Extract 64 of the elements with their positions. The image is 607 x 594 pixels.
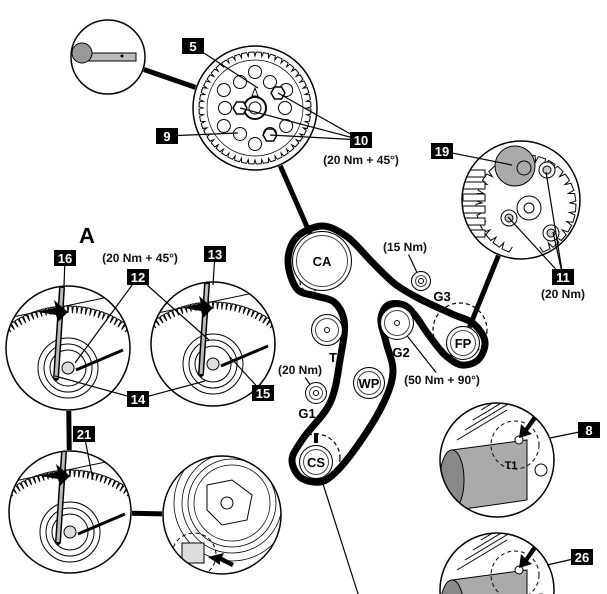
leader-line — [304, 377, 310, 384]
pulley-label: G3 — [433, 290, 451, 302]
callout-number: 12 — [127, 269, 149, 285]
leader-line — [407, 336, 437, 373]
leader-line — [204, 52, 258, 88]
callout-number: 14 — [127, 391, 149, 407]
leader-line — [408, 254, 418, 272]
leader-line — [54, 375, 128, 397]
connector-line — [66, 410, 72, 450]
leader-line — [146, 284, 210, 340]
torque-label: (20 Nm) — [272, 362, 328, 378]
leader-line — [452, 152, 512, 166]
leader-line — [240, 107, 350, 138]
pulley — [305, 382, 327, 404]
leader-line — [552, 232, 562, 270]
letter: A — [79, 225, 95, 247]
callout-number: 13 — [204, 246, 226, 262]
leader-line — [270, 134, 350, 140]
leader-line — [74, 284, 133, 364]
leader-line — [230, 356, 256, 386]
callout-number: 8 — [578, 422, 600, 438]
callout-number: 10 — [350, 132, 372, 148]
leader-line — [545, 172, 562, 270]
connector-line — [143, 67, 196, 90]
callout-number: 9 — [156, 128, 178, 144]
torque-label: (50 Nm + 90°) — [396, 372, 488, 388]
callout-number: 16 — [54, 250, 76, 266]
leader-line — [148, 380, 206, 397]
connector-line — [467, 254, 501, 328]
torque-label: (20 Nm) — [540, 287, 585, 301]
torque-label: (20 Nm + 45°) — [102, 251, 178, 265]
connector-line — [132, 510, 162, 516]
pump-sprocket-drawing — [461, 140, 581, 260]
locking-pin-drawing — [70, 19, 146, 95]
connector-line — [278, 164, 312, 235]
pulley: CS — [299, 445, 333, 479]
callout-number: 5 — [182, 38, 204, 54]
pulley: FP — [446, 326, 480, 360]
leader-line — [550, 432, 578, 439]
pulley: WP — [353, 367, 385, 399]
pulley-label: G2 — [392, 346, 410, 358]
callout-number: 11 — [552, 269, 574, 285]
callout-number: 21 — [73, 426, 95, 442]
tensioner-drawing — [150, 281, 276, 407]
torque-label: (15 Nm) — [375, 240, 435, 254]
pulley-label: G1 — [298, 406, 316, 420]
tensioner-drawing — [8, 450, 132, 574]
setting-tool-drawing — [439, 402, 555, 518]
tensioner-drawing — [5, 285, 131, 411]
leader-line — [508, 216, 556, 270]
leader-line — [212, 262, 216, 286]
crankshaft-pulley-drawing — [162, 455, 282, 575]
leader-line — [63, 266, 66, 286]
callout-number: 15 — [252, 385, 274, 401]
leader-line — [84, 442, 94, 480]
callout-number: 19 — [431, 143, 453, 159]
leader-line — [178, 132, 238, 136]
pulley — [411, 271, 431, 291]
torque-label: (20 Nm + 45°) — [323, 153, 399, 167]
pulley — [311, 314, 343, 346]
callout-number: 26 — [571, 549, 593, 565]
leader-line — [278, 92, 350, 134]
leader-line — [546, 558, 572, 566]
pulley-label: T — [329, 350, 337, 364]
